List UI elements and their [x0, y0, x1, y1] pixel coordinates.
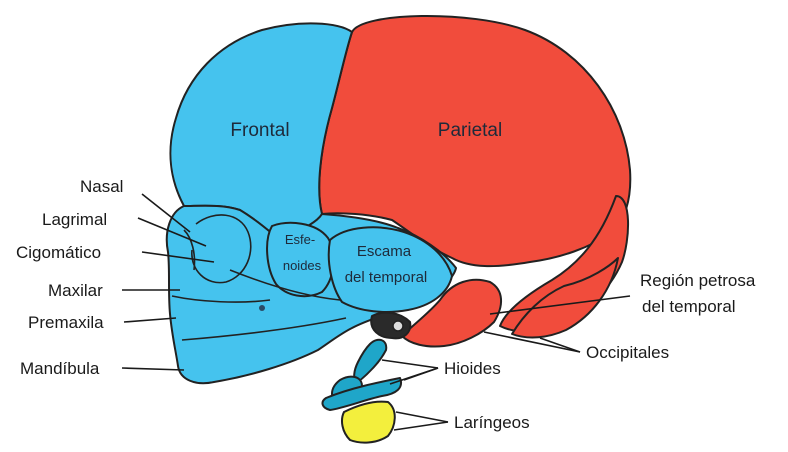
label-parietal: Parietal: [438, 120, 502, 141]
label-lagrimal: Lagrimal: [42, 210, 107, 229]
ear-canal: [393, 321, 403, 331]
label-escama-2: del temporal: [345, 269, 428, 286]
label-maxilar: Maxilar: [48, 281, 103, 300]
label-hioides: Hioides: [444, 359, 501, 378]
laryngeal-cartilage: [342, 402, 395, 443]
label-nasal: Nasal: [80, 177, 123, 196]
label-region-petrosa-2: del temporal: [642, 297, 736, 316]
label-region-petrosa-1: Región petrosa: [640, 271, 756, 290]
foramen-dot: [259, 305, 265, 311]
label-esfenoides-2: noides: [283, 258, 322, 273]
label-frontal: Frontal: [230, 120, 289, 141]
label-escama-1: Escama: [357, 243, 412, 260]
label-laringeos: Laríngeos: [454, 413, 530, 432]
hyoid-upper: [354, 340, 386, 382]
ear-ossicle: [371, 313, 410, 339]
label-cigomatico: Cigomático: [16, 243, 101, 262]
label-mandibula: Mandíbula: [20, 359, 100, 378]
label-esfenoides-1: Esfe-: [285, 232, 315, 247]
label-premaxila: Premaxila: [28, 313, 104, 332]
label-occipitales: Occipitales: [586, 343, 669, 362]
